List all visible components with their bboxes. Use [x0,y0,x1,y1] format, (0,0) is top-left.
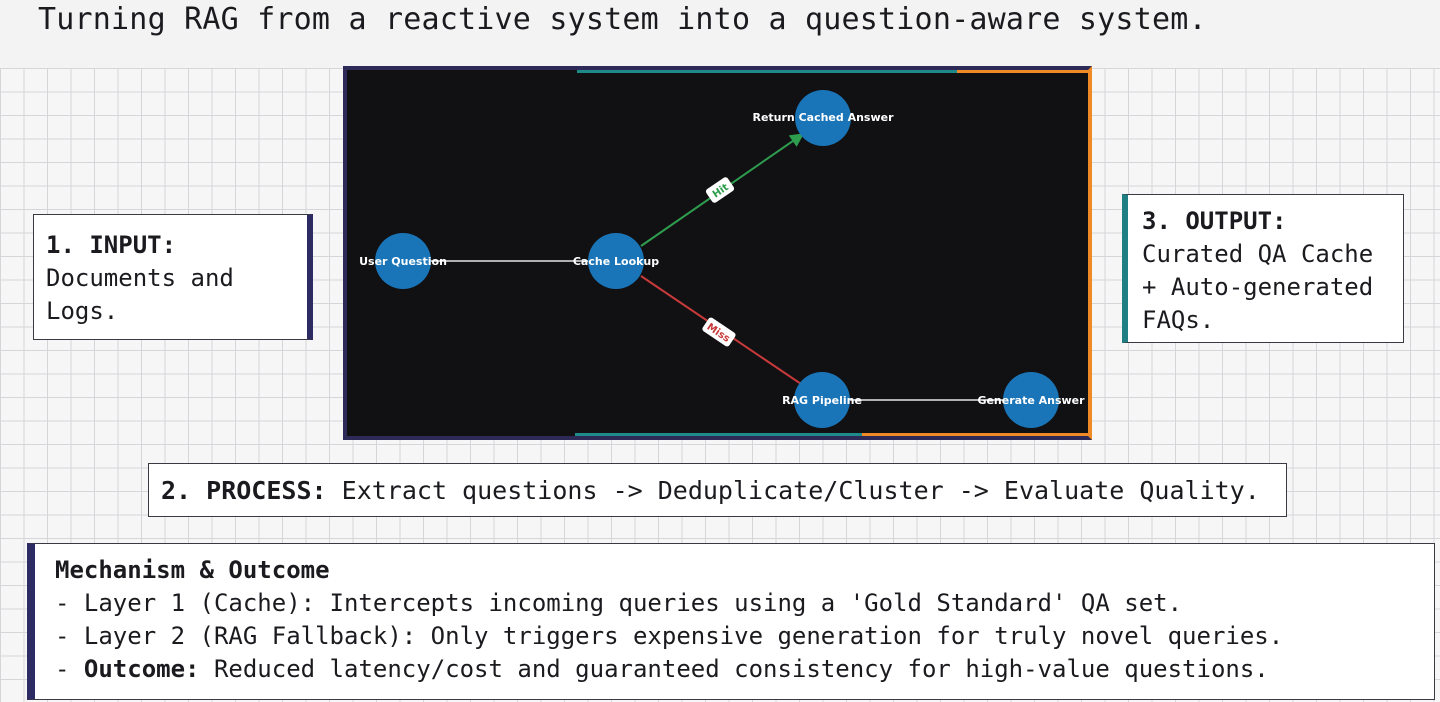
outcome-prefix: - [55,655,84,683]
output-card: 3. OUTPUT: Curated QA Cache + Auto-gener… [1122,194,1404,343]
mechanism-line-2: - Layer 2 (RAG Fallback): Only triggers … [55,622,1284,650]
output-text: Curated QA Cache + Auto-generated FAQs. [1142,240,1374,334]
process-text: Extract questions -> Deduplicate/Cluster… [341,476,1260,505]
flow-diagram: Hit Miss User Question Cache Lookup Retu… [343,66,1092,440]
mechanism-card: Mechanism & Outcome - Layer 1 (Cache): I… [27,543,1435,700]
input-card: 1. INPUT: Documents and Logs. [33,214,313,340]
node-generate-answer-label: Generate Answer [977,394,1085,407]
node-rag-pipeline-label: RAG Pipeline [782,394,862,407]
node-cache-lookup-label: Cache Lookup [573,255,659,268]
node-cache-lookup: Cache Lookup [573,233,659,289]
node-rag-pipeline: RAG Pipeline [782,372,862,428]
process-card: 2. PROCESS: Extract questions -> Dedupli… [148,463,1287,517]
mechanism-heading: Mechanism & Outcome [55,556,330,584]
outcome-text: Reduced latency/cost and guaranteed cons… [213,655,1269,683]
input-text: Documents and Logs. [46,264,234,325]
input-label: 1. INPUT: [46,231,177,259]
output-label: 3. OUTPUT: [1142,207,1287,235]
flow-diagram-svg: Hit Miss User Question Cache Lookup Retu… [359,70,1088,436]
node-return-cached-answer-label: Return Cached Answer [752,111,894,124]
mechanism-line-3: - Outcome: Reduced latency/cost and guar… [55,653,1414,686]
mechanism-line-1: - Layer 1 (Cache): Intercepts incoming q… [55,589,1183,617]
node-generate-answer: Generate Answer [977,372,1085,428]
page-title: Turning RAG from a reactive system into … [38,2,1207,37]
process-label: 2. PROCESS: [161,476,327,505]
outcome-label: Outcome: [83,655,200,683]
node-user-question: User Question [359,233,447,289]
node-return-cached-answer: Return Cached Answer [752,90,894,146]
node-user-question-label: User Question [359,255,447,268]
